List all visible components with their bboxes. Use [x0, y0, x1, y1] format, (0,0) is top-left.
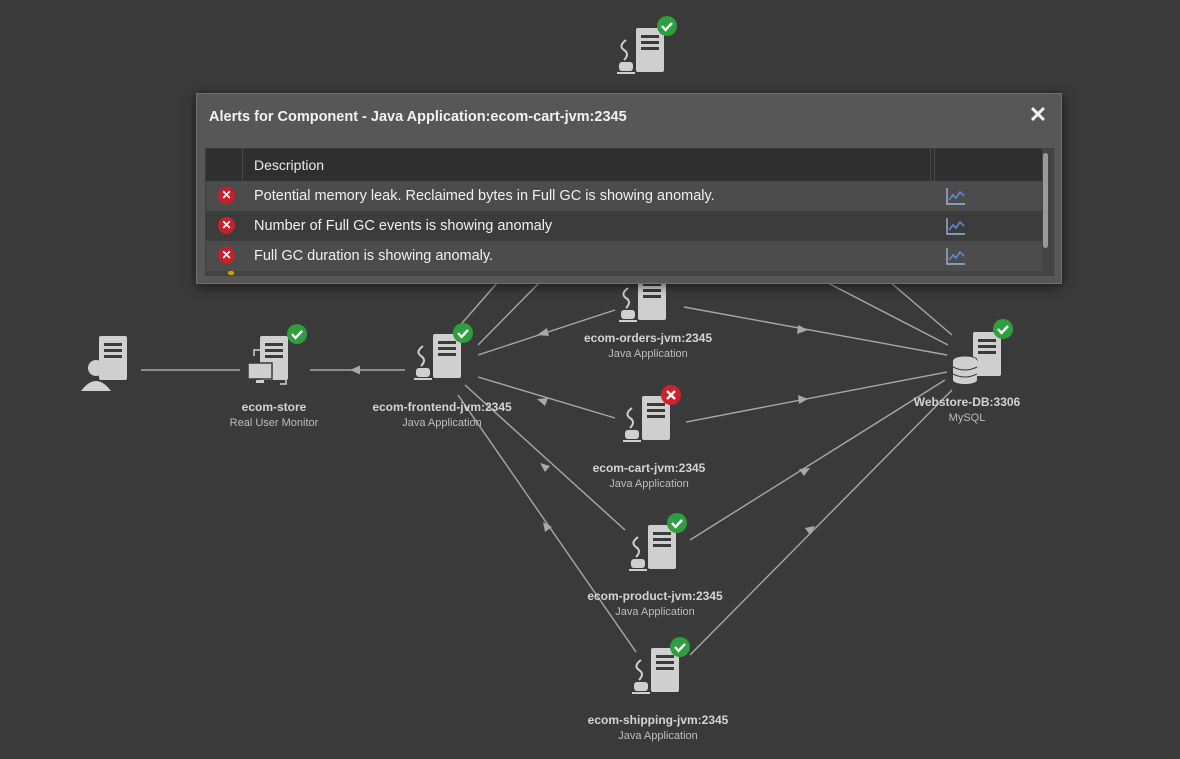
edge-frontend-shipping	[457, 394, 637, 653]
node-type: Java Application	[615, 606, 695, 618]
table-scrollbar[interactable]	[1043, 153, 1048, 248]
column-header-description[interactable]: Description	[246, 149, 935, 181]
status-ok-icon	[655, 14, 679, 38]
node-name: ecom-frontend-jvm:2345	[372, 400, 512, 414]
server-icon	[616, 28, 664, 75]
java-server-icon	[628, 525, 676, 572]
node-type: Java Application	[402, 417, 482, 429]
node-ecom-orders[interactable]: ecom-orders-jvm:2345 Java Application	[548, 331, 748, 360]
topology-edges	[141, 281, 953, 656]
status-ok-icon	[665, 511, 689, 535]
node-ecom-store[interactable]: ecom-store Real User Monitor	[174, 400, 374, 429]
status-ok-icon	[285, 322, 309, 346]
database-server-icon	[952, 332, 1001, 384]
critical-severity-icon: ✕	[218, 187, 235, 204]
node-type: Java Application	[608, 348, 688, 360]
node-ecom-cart[interactable]: ecom-cart-jvm:2345 Java Application	[549, 461, 749, 490]
close-button[interactable]: ✕	[1028, 102, 1048, 127]
node-type: MySQL	[948, 412, 986, 424]
next-row-severity-peek	[228, 271, 234, 275]
edge-cart-db	[685, 371, 948, 423]
edge-frontend-top2	[455, 281, 499, 331]
status-ok-icon	[991, 317, 1015, 341]
table-row[interactable]: ✕ Potential memory leak. Reclaimed bytes…	[206, 181, 1042, 211]
edge-orders-db	[683, 306, 948, 356]
node-name: ecom-store	[241, 400, 307, 414]
node-type: Real User Monitor	[229, 417, 319, 429]
node-name: ecom-cart-jvm:2345	[592, 461, 706, 475]
node-ecom-frontend[interactable]: ecom-frontend-jvm:2345 Java Application	[342, 400, 542, 429]
edge-shipping-db	[689, 389, 953, 656]
edge-db-top	[825, 281, 949, 346]
java-server-icon	[622, 396, 670, 443]
table-row[interactable]: ✕ Number of Full GC events is showing an…	[206, 211, 1042, 241]
node-name: Webstore-DB:3306	[913, 395, 1021, 409]
edge-frontend-product	[464, 384, 626, 531]
status-ok-icon	[451, 321, 475, 345]
trend-chart-icon[interactable]	[946, 217, 966, 235]
status-ok-icon	[668, 635, 692, 659]
java-server-icon	[631, 648, 679, 695]
status-error-icon	[659, 383, 683, 407]
edge-frontend-top	[477, 281, 541, 346]
node-name: ecom-orders-jvm:2345	[583, 331, 713, 345]
node-webstore-db[interactable]: Webstore-DB:3306 MySQL	[867, 395, 1067, 424]
header-graph-cell	[930, 149, 931, 181]
node-ecom-product[interactable]: ecom-product-jvm:2345 Java Application	[555, 589, 755, 618]
edge-db-top2	[889, 281, 953, 336]
node-name: ecom-product-jvm:2345	[587, 589, 723, 603]
table-row[interactable]: ✕ Full GC duration is showing anomaly.	[206, 241, 1042, 271]
trend-chart-icon[interactable]	[946, 247, 966, 265]
alert-description: Full GC duration is showing anomaly.	[254, 248, 494, 264]
node-name: ecom-shipping-jvm:2345	[587, 713, 729, 727]
edge-arrows	[350, 325, 815, 535]
critical-severity-icon: ✕	[218, 217, 235, 234]
header-severity-cell	[206, 149, 243, 181]
alerts-dialog: Alerts for Component - Java Application:…	[196, 93, 1062, 284]
alert-description: Potential memory leak. Reclaimed bytes i…	[254, 188, 715, 204]
critical-severity-icon: ✕	[218, 247, 235, 264]
table-header: Description	[206, 149, 1042, 181]
dialog-title: Alerts for Component - Java Application:…	[209, 109, 627, 125]
edge-frontend-cart	[477, 376, 616, 419]
edge-product-db	[689, 379, 946, 541]
alert-description: Number of Full GC events is showing anom…	[254, 218, 553, 234]
trend-chart-icon[interactable]	[946, 187, 966, 205]
real-user-monitor-icon	[247, 336, 288, 385]
node-ecom-shipping[interactable]: ecom-shipping-jvm:2345 Java Application	[558, 713, 758, 742]
alerts-table: Description ✕ Potential memory leak. Rec…	[205, 148, 1054, 276]
node-type: Java Application	[609, 478, 689, 490]
java-server-icon	[413, 334, 461, 381]
node-type: Java Application	[618, 730, 698, 742]
user-server-icon	[81, 336, 127, 391]
